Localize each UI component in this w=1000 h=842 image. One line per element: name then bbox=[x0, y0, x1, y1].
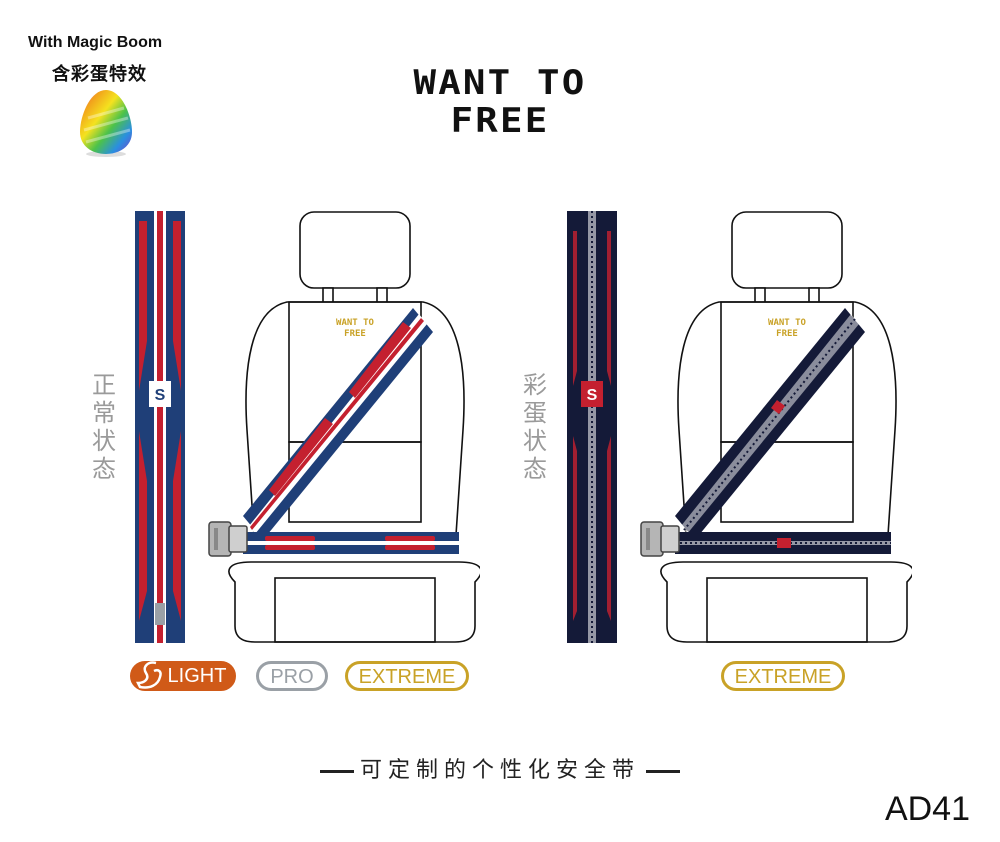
tagline: 可定制的个性化安全带 bbox=[0, 752, 1000, 784]
brand-line-2: FREE bbox=[450, 101, 550, 141]
light-badge: LIGHT bbox=[130, 661, 236, 691]
seat-logo-egg-line-2: FREE bbox=[776, 329, 798, 339]
seat-cushion bbox=[228, 561, 480, 643]
egg-state-label: 彩蛋状态 bbox=[523, 372, 547, 483]
strap-mark-egg: S bbox=[587, 387, 598, 404]
rainbow-egg-icon bbox=[80, 90, 132, 157]
light-badge-label: LIGHT bbox=[167, 665, 227, 687]
seat-egg: WANT TO FREE bbox=[640, 211, 912, 643]
seat-logo-line-1: WANT TO bbox=[336, 318, 375, 328]
brand-logo: WANT TO FREE bbox=[405, 64, 595, 140]
magic-boom-label-en: With Magic Boom bbox=[28, 34, 163, 51]
tagline-dash-right bbox=[646, 769, 680, 773]
pro-badge-label: PRO bbox=[270, 666, 314, 688]
magic-boom-label-zh: 含彩蛋特效 bbox=[52, 64, 147, 84]
buckle-icon bbox=[208, 521, 248, 557]
swan-icon bbox=[136, 661, 162, 689]
extreme-badge-label: EXTREME bbox=[358, 666, 456, 688]
strap-normal-vertical: S bbox=[135, 211, 185, 643]
extreme-badge-egg: EXTREME bbox=[721, 661, 845, 691]
strap-egg-vertical: S bbox=[567, 211, 617, 643]
brand-line-1: WANT TO bbox=[413, 63, 587, 103]
buckle-egg-icon bbox=[640, 521, 680, 557]
strap-mark: S bbox=[155, 387, 166, 404]
model-code: AD41 bbox=[884, 790, 970, 828]
extreme-badge-normal: EXTREME bbox=[345, 661, 469, 691]
headrest bbox=[299, 211, 411, 289]
seat-logo-line-2: FREE bbox=[344, 329, 366, 339]
extreme-badge-egg-label: EXTREME bbox=[734, 666, 832, 688]
pro-badge: PRO bbox=[256, 661, 328, 691]
normal-state-label: 正常状态 bbox=[92, 372, 116, 483]
seat-normal: WANT TO FREE bbox=[208, 211, 480, 643]
tagline-text: 可定制的个性化安全带 bbox=[359, 757, 640, 782]
seat-logo-egg-line-1: WANT TO bbox=[768, 318, 807, 328]
tagline-dash-left bbox=[319, 769, 354, 773]
